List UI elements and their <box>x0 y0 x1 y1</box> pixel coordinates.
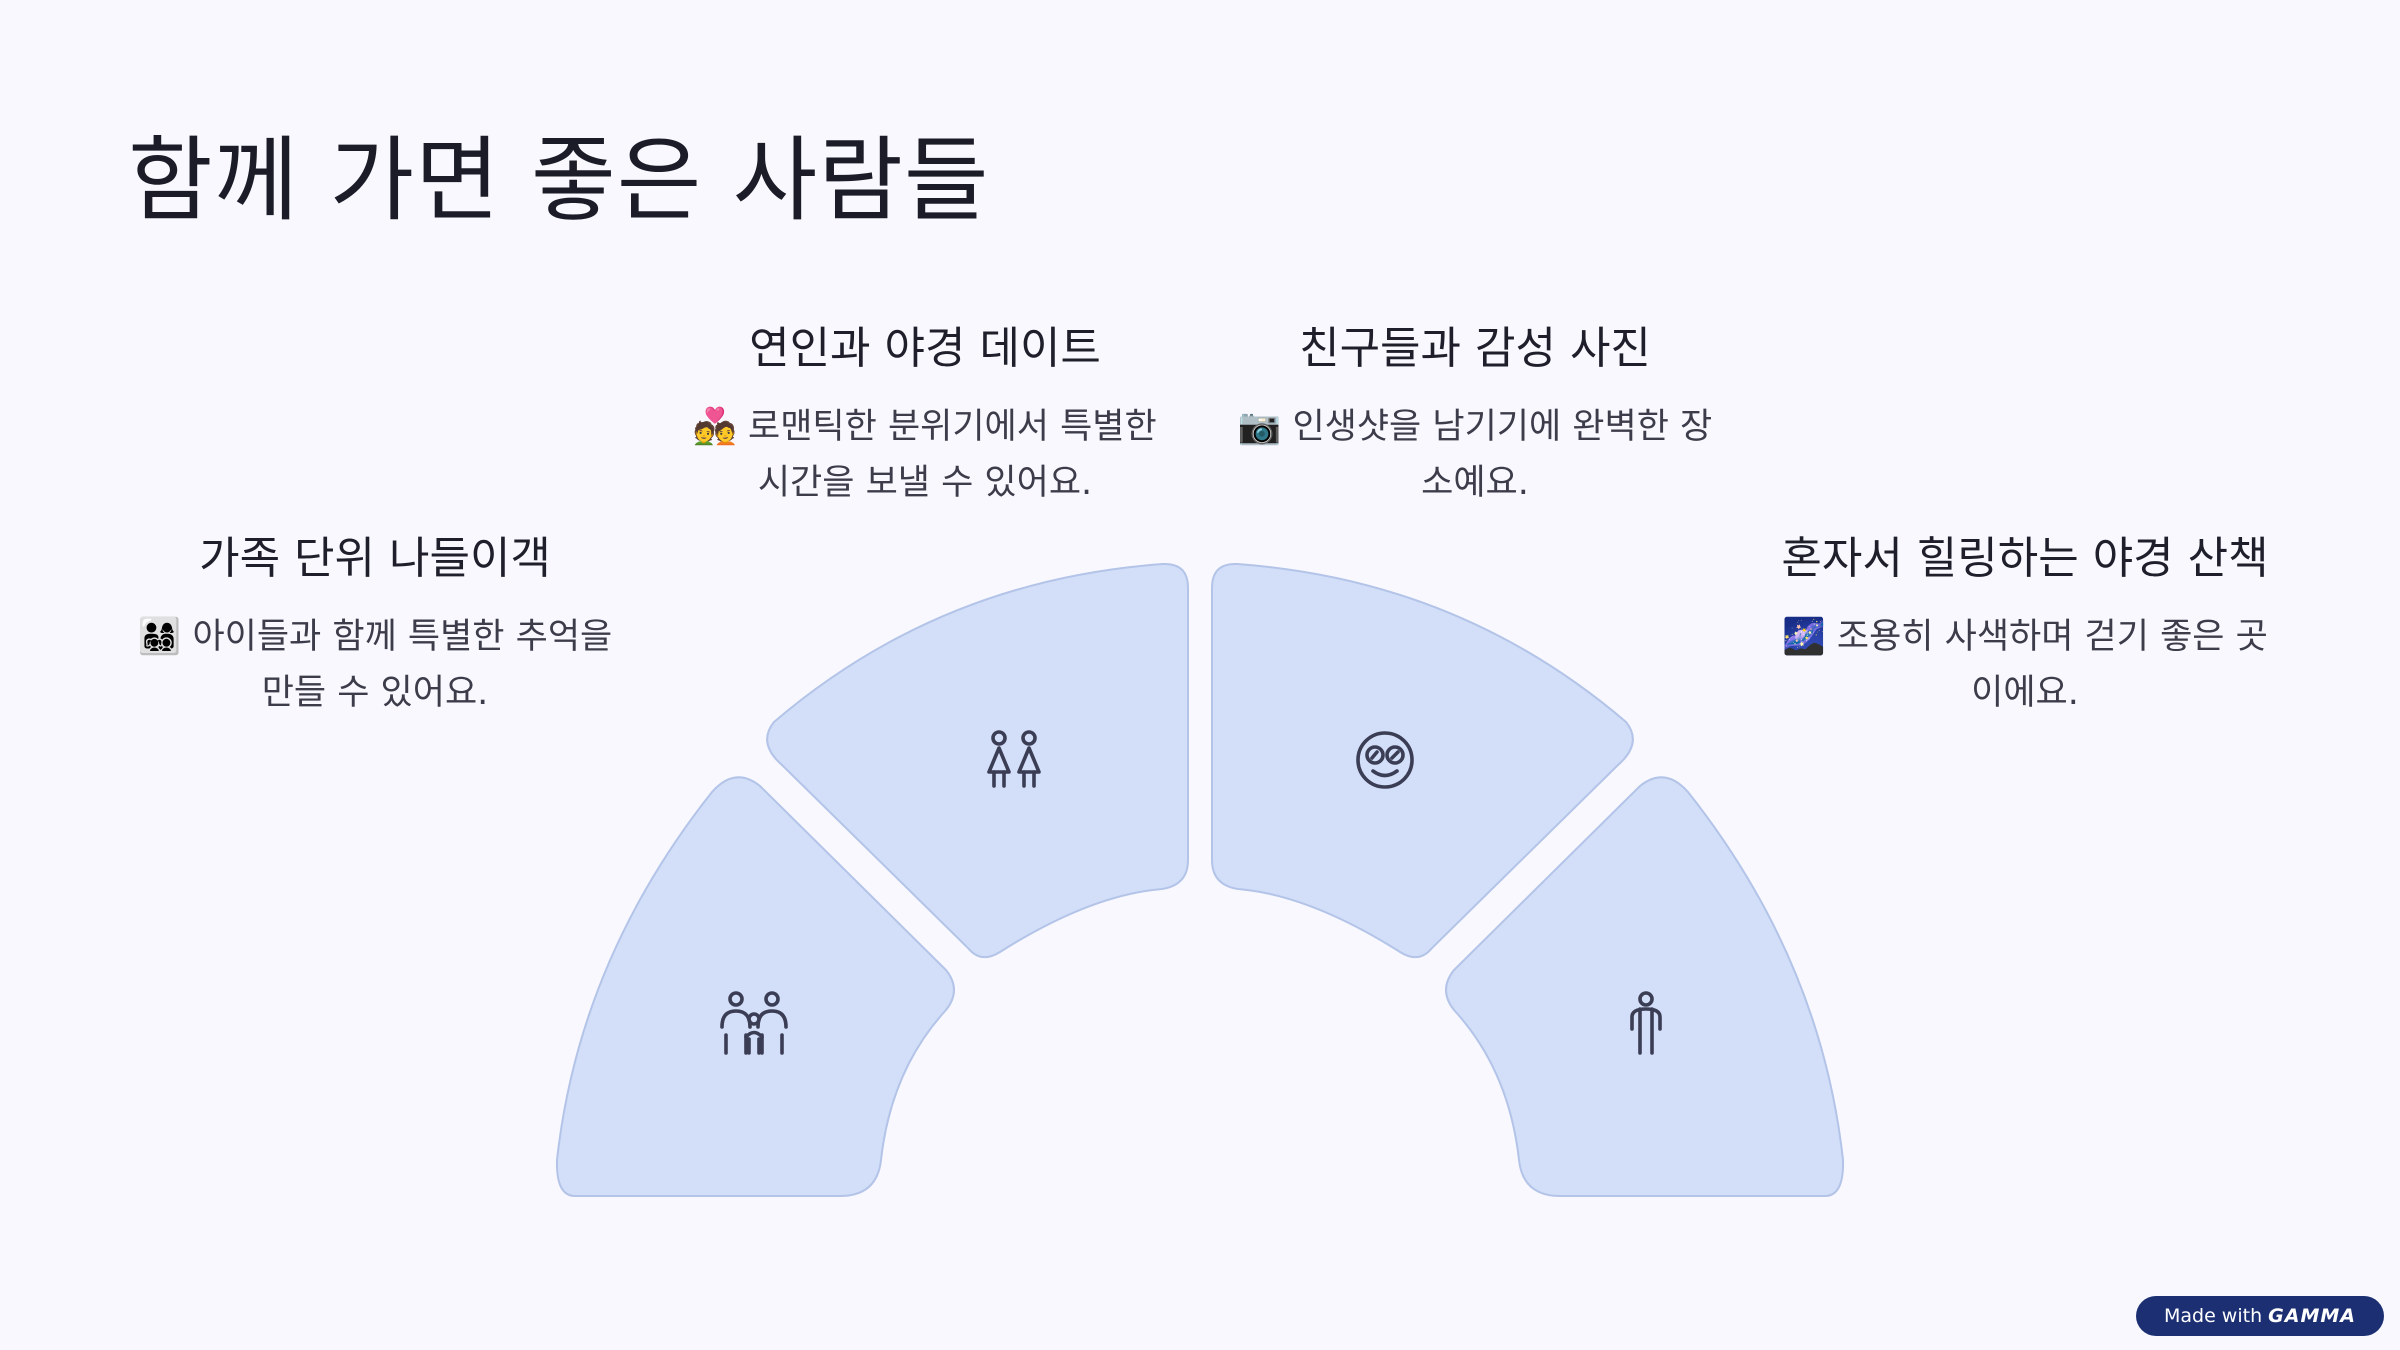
item-couple-heading: 연인과 야경 데이트 <box>749 323 1101 374</box>
item-family-desc-line1: 👨‍👩‍👧‍👦 아이들과 함께 특별한 추억을 <box>137 617 613 658</box>
item-family-heading: 가족 단위 나들이객 <box>199 533 551 584</box>
badge-prefix: Made with <box>2163 1305 2263 1327</box>
item-couple-desc-line1: 💑 로맨틱한 분위기에서 특별한 <box>693 407 1157 448</box>
item-family-desc-line2: 만들 수 있어요. <box>261 673 489 714</box>
page-title: 함께 가면 좋은 사람들 <box>128 127 990 234</box>
item-solo-desc-line1: 🌌 조용히 사색하며 걷기 좋은 곳 <box>1782 617 2268 658</box>
star-struck-face-icon <box>1356 731 1414 789</box>
segment-solo <box>1445 776 1845 1197</box>
item-couple-desc-line2: 시간을 보낼 수 있어요. <box>757 463 1093 504</box>
segment-family <box>555 776 955 1197</box>
person-icon <box>1630 991 1662 1055</box>
item-friends-heading: 친구들과 감성 사진 <box>1299 323 1651 374</box>
made-with-gamma-badge[interactable]: Made with GAMMA <box>2135 1296 2384 1336</box>
item-friends-desc-line1: 📷 인생샷을 남기기에 완벽한 장 <box>1237 407 1713 448</box>
item-solo-desc-line2: 이에요. <box>1971 673 2079 714</box>
item-family: 가족 단위 나들이객 👨‍👩‍👧‍👦 아이들과 함께 특별한 추억을 만들 수 … <box>115 530 635 721</box>
gamma-logo: GAMMA <box>2268 1305 2356 1327</box>
item-solo-heading: 혼자서 힐링하는 야경 산책 <box>1781 533 2269 584</box>
item-couple: 연인과 야경 데이트 💑 로맨틱한 분위기에서 특별한 시간을 보낼 수 있어요… <box>660 320 1190 511</box>
segment-couple <box>766 562 1189 959</box>
item-friends-desc-line2: 소예요. <box>1421 463 1529 504</box>
couple-icon <box>987 730 1041 788</box>
item-solo: 혼자서 힐링하는 야경 산책 🌌 조용히 사색하며 걷기 좋은 곳 이에요. <box>1755 530 2295 721</box>
item-friends: 친구들과 감성 사진 📷 인생샷을 남기기에 완벽한 장 소예요. <box>1210 320 1740 511</box>
segment-friends <box>1211 562 1634 959</box>
family-icon <box>720 991 788 1055</box>
